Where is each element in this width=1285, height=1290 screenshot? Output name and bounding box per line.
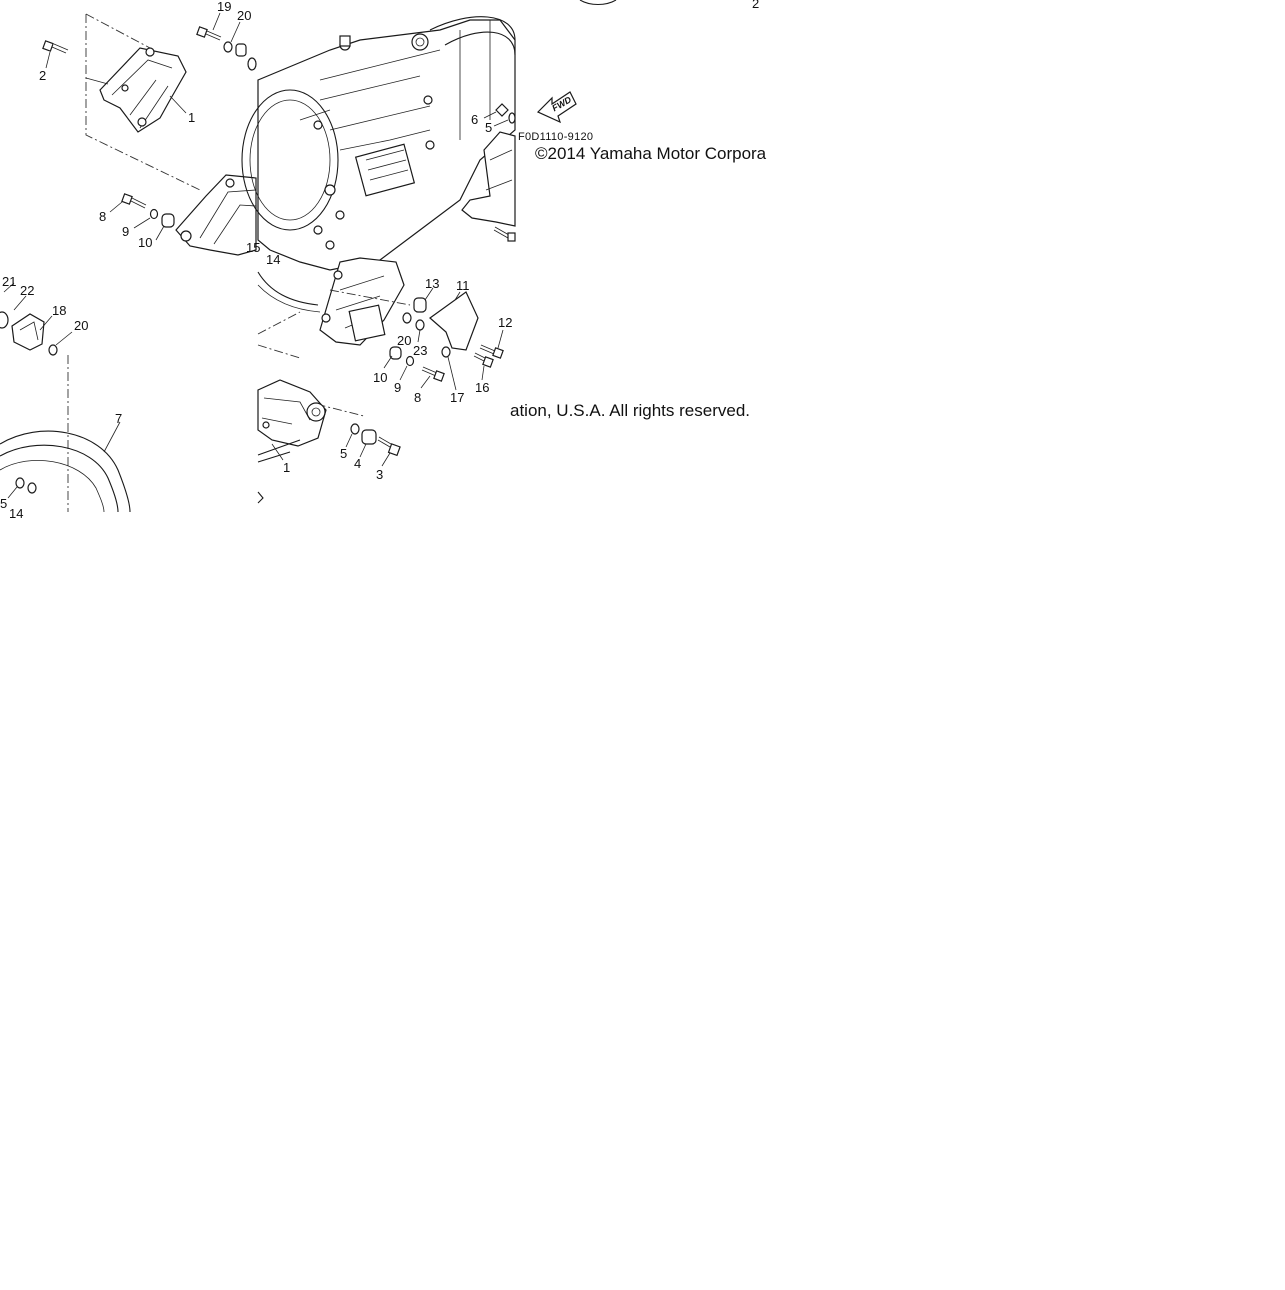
bolt-part-2: [42, 40, 69, 54]
engine-block: [257, 19, 516, 271]
callout-1: 1: [188, 110, 195, 125]
right-panel-drawing: [536, 0, 617, 124]
callout-21: 21: [2, 274, 16, 289]
part-code: F0D1110-9120: [518, 131, 593, 143]
callout-9: 9: [122, 224, 129, 239]
callout-20-center: 20: [397, 333, 411, 348]
forward-direction-arrow-icon: [536, 91, 577, 124]
callout-8: 8: [99, 209, 106, 224]
callout-8-center: 8: [414, 390, 421, 405]
callout-5: 5: [485, 120, 492, 135]
left-panel-drawing: [0, 12, 257, 513]
callout-9-center: 9: [394, 380, 401, 395]
bolt-part-3: [377, 436, 401, 457]
bolt-part-19: [196, 26, 222, 41]
center-panel-drawing: [241, 16, 516, 504]
callout-14-left: 14: [9, 506, 23, 521]
callout-2-right: 2: [752, 0, 759, 11]
collar-part-10b: [389, 346, 402, 360]
mount-part-15: [175, 174, 257, 256]
collar-part-4: [361, 429, 377, 445]
washer-part-9b: [405, 355, 415, 367]
bolt-part-16: [473, 352, 494, 368]
callout-7: 7: [115, 411, 122, 426]
callout-6: 6: [471, 112, 478, 127]
callout-10-center: 10: [373, 370, 387, 385]
callout-5-left: 5: [0, 496, 7, 511]
jet-pump-bracket: [461, 131, 516, 227]
washer-part-14: [27, 482, 37, 494]
callout-12: 12: [498, 315, 512, 330]
bolt-part-8b: [421, 366, 445, 382]
hose-part-7: [0, 430, 131, 513]
stopper-part-11: [429, 291, 479, 351]
callout-13: 13: [425, 276, 439, 291]
washer-part-20: [223, 41, 233, 53]
copyright-line-1: ©2014 Yamaha Motor Corpora: [535, 144, 767, 163]
bracket-part-1b: [257, 379, 327, 447]
washer-part-9: [149, 208, 159, 220]
washer-part-20c: [402, 312, 412, 324]
nut-part-23: [415, 319, 425, 331]
callout-19: 19: [217, 0, 231, 14]
callout-20: 20: [237, 8, 251, 23]
callout-labels: 19 20 2 1 2 6 5 8 9 10 15 14 21 22 18 20…: [0, 0, 759, 521]
callout-17: 17: [450, 390, 464, 405]
nut-part-17: [441, 346, 451, 358]
callout-2: 2: [39, 68, 46, 83]
callout-3: 3: [376, 467, 383, 482]
collar-part-10: [161, 213, 175, 228]
callout-18: 18: [52, 303, 66, 318]
callout-22: 22: [20, 283, 34, 298]
callout-10: 10: [138, 235, 152, 250]
callout-20-left: 20: [74, 318, 88, 333]
washer-part-20b: [48, 344, 58, 356]
callout-11: 11: [456, 278, 470, 293]
callout-16: 16: [475, 380, 489, 395]
bolt-part-12: [479, 344, 504, 359]
callout-1-bottom: 1: [283, 460, 290, 475]
bracket-part-1: [99, 47, 187, 133]
bolt-part-8: [121, 193, 147, 209]
washer-part-5: [350, 423, 360, 435]
callout-15: 15: [246, 240, 260, 255]
copyright-line-2: ation, U.S.A. All rights reserved.: [510, 401, 750, 420]
nut-part-6: [495, 103, 509, 117]
holder-part-18: [11, 313, 45, 351]
cylinder-bore: [241, 89, 339, 231]
callout-23: 23: [413, 343, 427, 358]
callout-4: 4: [354, 456, 361, 471]
grommet-part-21: [0, 311, 9, 329]
callout-5-bottom: 5: [340, 446, 347, 461]
callout-14: 14: [266, 252, 280, 267]
collar-part-13: [413, 297, 427, 313]
